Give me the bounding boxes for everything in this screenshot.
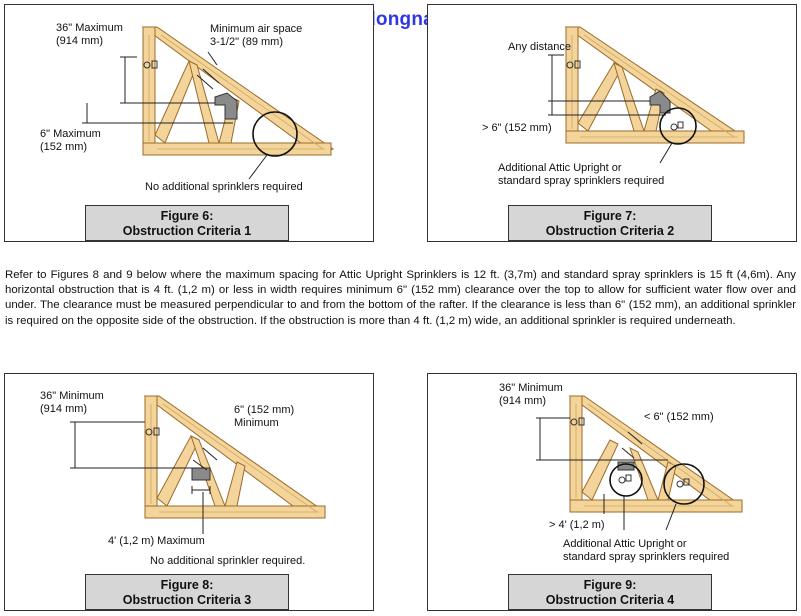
figure-6-panel: 36" Maximum (914 mm) Minimum air space 3…: [4, 4, 374, 242]
figure-9-panel: 36" Minimum (914 mm) < 6" (152 mm) > 4' …: [427, 373, 797, 611]
figure-9-caption: Figure 9: Obstruction Criteria 4: [508, 574, 712, 610]
figure-6-number: Figure 6:: [160, 209, 214, 223]
label-no-additional: No additional sprinklers required: [145, 181, 303, 193]
body-paragraph: Refer to Figures 8 and 9 below where the…: [5, 269, 796, 327]
label-gt-4ft: > 4' (1,2 m): [549, 519, 605, 531]
figure-7-truss-drawing: [548, 26, 746, 164]
label-6-maximum: 6" Maximum (152 mm): [40, 128, 101, 153]
label-6-minimum: 6" (152 mm) Minimum: [234, 404, 295, 429]
label-36-maximum: 36" Maximum (914 mm): [56, 22, 123, 47]
figure-8-panel: 36" Minimum (914 mm) 6" (152 mm) Minimum…: [4, 373, 374, 611]
figure-8-caption: Figure 8: Obstruction Criteria 3: [85, 574, 289, 610]
label-no-additional-sprinkler: No additional sprinkler required.: [150, 555, 306, 567]
figure-9-truss-drawing: [536, 395, 744, 531]
label-additional-required-9: Additional Attic Upright or standard spr…: [563, 538, 730, 563]
figure-6-truss-drawing: [82, 26, 335, 180]
figure-7-title: Obstruction Criteria 2: [545, 224, 675, 238]
figure-9-title: Obstruction Criteria 4: [545, 593, 675, 607]
figure-9-number: Figure 9:: [583, 578, 637, 592]
label-lt-6: < 6" (152 mm): [644, 411, 714, 423]
label-any-distance: Any distance: [508, 41, 571, 53]
figure-6-title: Obstruction Criteria 1: [122, 224, 252, 238]
figure-7-number: Figure 7:: [583, 209, 637, 223]
figure-8-title: Obstruction Criteria 3: [122, 593, 252, 607]
figure-8-number: Figure 8:: [160, 578, 214, 592]
figure-7-caption: Figure 7: Obstruction Criteria 2: [508, 205, 712, 241]
label-gt-6: > 6" (152 mm): [482, 122, 552, 134]
label-36-minimum-9: 36" Minimum (914 mm): [499, 382, 563, 407]
label-4ft-maximum: 4' (1,2 m) Maximum: [108, 535, 205, 547]
label-36-minimum: 36" Minimum (914 mm): [40, 390, 104, 415]
figure-8-truss-drawing: [70, 395, 327, 534]
figure-7-panel: Any distance > 6" (152 mm) Additional At…: [427, 4, 797, 242]
figure-6-caption: Figure 6: Obstruction Criteria 1: [85, 205, 289, 241]
label-min-air-space: Minimum air space 3-1/2" (89 mm): [210, 23, 303, 48]
label-additional-required: Additional Attic Upright or standard spr…: [498, 162, 665, 187]
